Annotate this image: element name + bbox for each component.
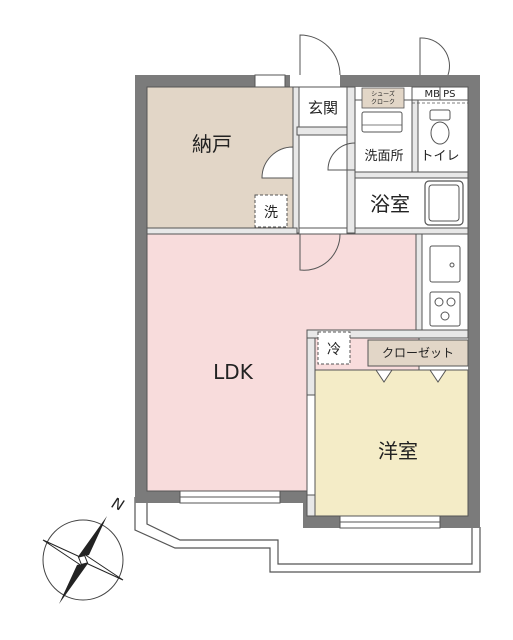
kitchen-sink	[429, 245, 461, 283]
toilet-fixture	[429, 109, 451, 145]
compass: N	[42, 494, 126, 604]
closet-doors	[375, 369, 447, 383]
compass-north-arrow	[77, 516, 107, 558]
storage-label: 納戸	[192, 132, 232, 156]
western-room-label: 洋室	[378, 439, 418, 463]
balcony	[134, 497, 481, 573]
windows	[179, 74, 441, 529]
closet-label: クローゼット	[382, 346, 454, 360]
fridge-space	[317, 331, 351, 365]
entrance-area	[298, 86, 348, 128]
compass-north-label: N	[109, 494, 126, 515]
toilet-label: トイレ	[420, 149, 459, 164]
shoe-closet-label-1: シューズ	[371, 90, 395, 98]
compass-ring	[42, 519, 124, 601]
stove-fixture	[429, 291, 461, 327]
doors	[261, 34, 450, 271]
corridor-area	[298, 134, 348, 229]
fridge-label: 冷	[327, 342, 341, 358]
western-room-fill	[314, 369, 469, 517]
mb-ps-label: MB PS	[424, 89, 455, 100]
washer-label: 洗	[264, 205, 278, 221]
ldk-label: LDK	[213, 360, 254, 384]
washroom-label: 洗面所	[364, 149, 403, 164]
bath-label: 浴室	[370, 192, 410, 216]
shoe-closet	[361, 87, 405, 109]
shoe-closet-label-2: クローク	[371, 99, 395, 106]
sink-fixture	[361, 111, 403, 133]
entrance-label: 玄関	[308, 99, 338, 117]
washer-space	[254, 194, 288, 228]
closet-fill	[367, 339, 469, 367]
